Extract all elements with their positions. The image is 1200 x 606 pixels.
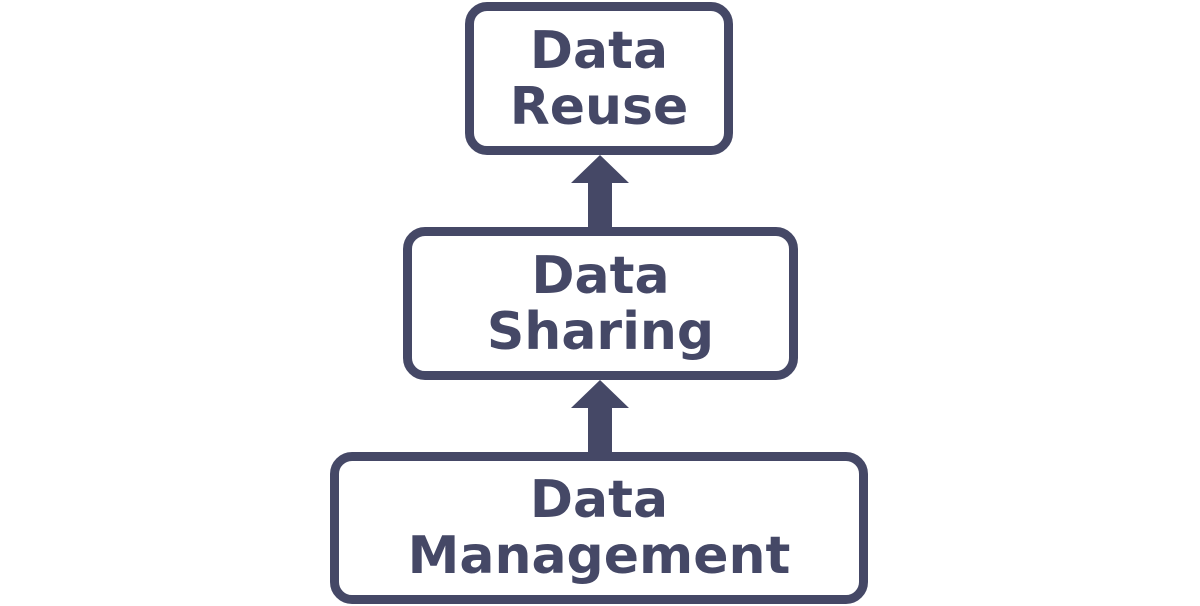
- data-sharing-line1: Data: [531, 245, 670, 306]
- data-management-box: Data Management: [330, 452, 868, 604]
- data-reuse-line2: Reuse: [509, 76, 689, 137]
- data-management-line2: Management: [407, 526, 791, 586]
- data-reuse-box: Data Reuse: [465, 2, 733, 155]
- data-sharing-line2: Sharing: [486, 301, 715, 362]
- data-management-line1: Data: [529, 470, 669, 530]
- management-to-sharing-arrow: [571, 380, 629, 452]
- data-sharing-box: Data Sharing: [403, 227, 798, 380]
- data-reuse-line1: Data: [529, 20, 669, 81]
- sharing-to-reuse-arrow: [571, 155, 629, 227]
